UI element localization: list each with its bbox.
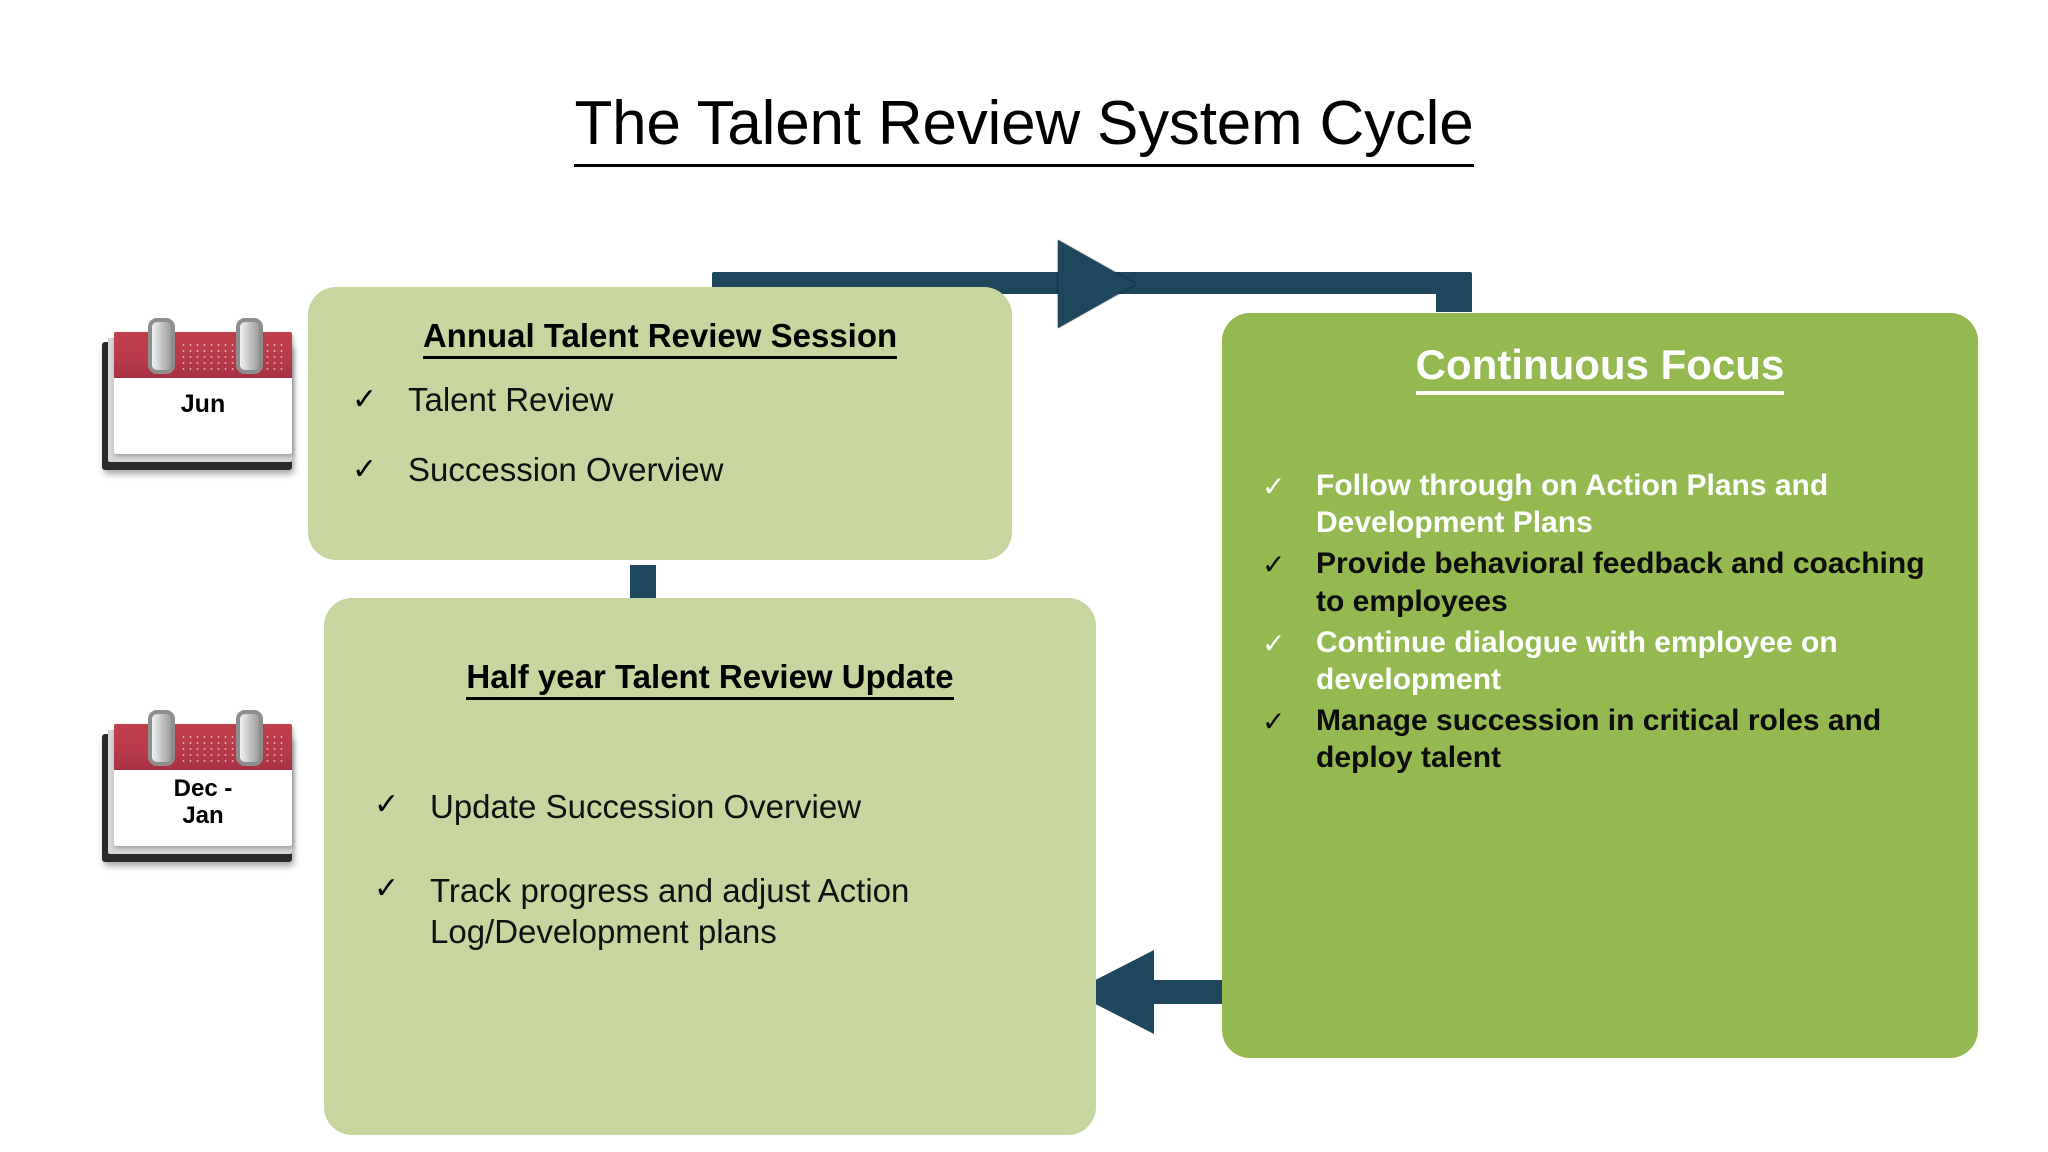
box-continuous-focus-bullet-list: ✓ Follow through on Action Plans and Dev… [1222, 467, 1978, 777]
list-item: ✓ Manage succession in critical roles an… [1262, 702, 1952, 776]
calendar-ring-right-icon [236, 710, 263, 766]
list-item: ✓ Track progress and adjust Action Log/D… [374, 870, 1056, 953]
connector-vertical-icon [630, 565, 656, 603]
box-annual-title-text: Annual Talent Review Session [422, 317, 898, 359]
calendar-month-line1: Dec - [173, 775, 233, 802]
list-item-label: Update Succession Overview [430, 788, 862, 825]
box-half-year-talent-review-update: Half year Talent Review Update ✓ Update … [324, 598, 1096, 1135]
arrow-top-right-cap [1436, 272, 1472, 312]
box-half-year-bullet-list: ✓ Update Succession Overview ✓ Track pro… [324, 786, 1096, 953]
arrow-right-icon [1058, 240, 1136, 328]
check-icon: ✓ [1262, 706, 1286, 738]
check-icon: ✓ [352, 383, 378, 416]
box-continuous-focus-title-text: Continuous Focus [1415, 341, 1785, 395]
page-title-text: The Talent Review System Cycle [574, 89, 1474, 168]
list-item: ✓ Talent Review [352, 381, 1012, 419]
calendar-ring-left-icon [148, 710, 175, 766]
calendar-month-line2: Jan [182, 801, 224, 829]
box-annual-bullet-list: ✓ Talent Review ✓ Succession Overview [308, 381, 1012, 489]
calendar-header-band [114, 332, 292, 378]
calendar-jun-icon: Jun [96, 318, 296, 480]
calendar-grid-dots [180, 734, 284, 764]
list-item: ✓ Continue dialogue with employee on dev… [1262, 624, 1952, 698]
list-item-label: Provide behavioral feedback and coaching… [1316, 547, 1925, 618]
calendar-ring-left-icon [148, 318, 175, 374]
box-annual-talent-review-session: Annual Talent Review Session ✓ Talent Re… [308, 287, 1012, 560]
list-item: ✓ Follow through on Action Plans and Dev… [1262, 467, 1952, 541]
check-icon: ✓ [374, 788, 400, 821]
box-continuous-focus-title: Continuous Focus [1222, 341, 1978, 395]
list-item-label: Continue dialogue with employee on devel… [1316, 625, 1838, 696]
list-item: ✓ Succession Overview [352, 451, 1012, 489]
list-item: ✓ Update Succession Overview [374, 786, 1056, 828]
box-continuous-focus: Continuous Focus ✓ Follow through on Act… [1222, 313, 1978, 1058]
page-title: The Talent Review System Cycle [0, 88, 2048, 168]
list-item-label: Track progress and adjust Action Log/Dev… [430, 871, 910, 951]
calendar-page: Jun [114, 332, 292, 454]
list-item-label: Manage succession in critical roles and … [1316, 704, 1882, 775]
list-item: ✓ Provide behavioral feedback and coachi… [1262, 545, 1952, 619]
check-icon: ✓ [1262, 549, 1286, 581]
check-icon: ✓ [1262, 471, 1286, 502]
check-icon: ✓ [374, 871, 400, 905]
calendar-month-label: Dec - Jan [114, 772, 292, 830]
check-icon: ✓ [352, 453, 378, 486]
box-half-year-title-text: Half year Talent Review Update [466, 658, 954, 700]
calendar-dec-jan-icon: Dec - Jan [96, 710, 296, 872]
list-item-label: Follow through on Action Plans and Devel… [1316, 469, 1829, 540]
calendar-month-label: Jun [180, 390, 226, 418]
calendar-grid-dots [180, 342, 284, 372]
list-item-label: Talent Review [408, 381, 614, 418]
check-icon: ✓ [1262, 627, 1286, 659]
box-annual-title: Annual Talent Review Session [308, 317, 1012, 359]
calendar-header-band [114, 724, 292, 770]
calendar-page: Dec - Jan [114, 724, 292, 846]
box-half-year-title: Half year Talent Review Update [324, 658, 1096, 700]
list-item-label: Succession Overview [408, 451, 724, 488]
calendar-ring-right-icon [236, 318, 263, 374]
